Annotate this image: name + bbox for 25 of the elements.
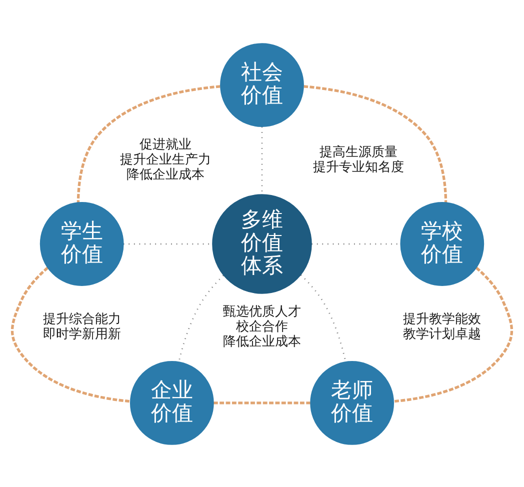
connector — [213, 401, 310, 404]
node-circle: 老师价值 — [310, 360, 394, 444]
label: 降低企业成本 — [222, 334, 301, 350]
node-circle: 企业价值 — [130, 360, 214, 444]
connector — [10, 266, 130, 402]
node-circle: 多维价值体系 — [212, 194, 312, 294]
label: 降低企业成本 — [126, 167, 205, 182]
connector — [394, 266, 514, 402]
connector — [304, 84, 448, 202]
label: 即时学新用新 — [42, 326, 121, 342]
node-circle: 学校价值 — [400, 202, 484, 286]
label: 校企合作 — [236, 319, 288, 334]
label: 提升综合能力 — [42, 312, 121, 327]
label: 提高生源质量 — [319, 144, 398, 160]
label: 提升企业生产力 — [120, 152, 212, 168]
node-circle: 社会价值 — [220, 42, 304, 126]
label: 提升专业知名度 — [312, 160, 404, 175]
connector — [178, 274, 224, 362]
node-circle: 学生价值 — [40, 202, 124, 286]
label: 甄选优质人才 — [222, 304, 301, 320]
connector — [300, 274, 346, 362]
label: 促进就业 — [140, 137, 192, 152]
connector — [76, 84, 220, 202]
label: 教学计划卓越 — [403, 326, 482, 342]
label: 提升教学能效 — [403, 312, 482, 327]
